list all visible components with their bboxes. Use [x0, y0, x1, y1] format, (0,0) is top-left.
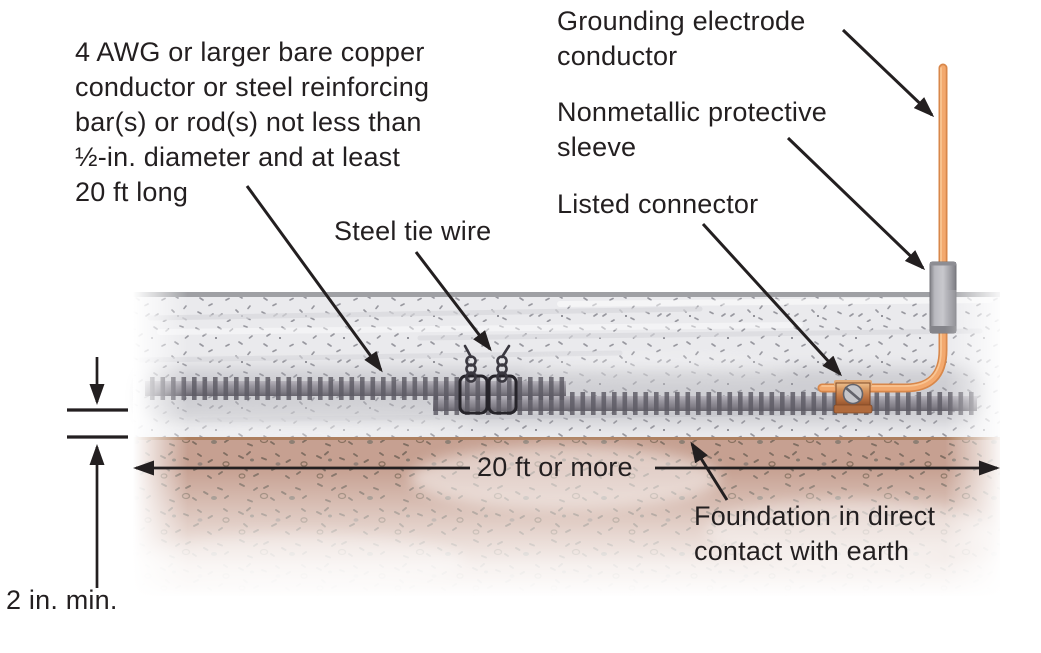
concrete-surface-line — [133, 292, 1000, 297]
dimension-graphics — [67, 357, 1000, 588]
callout-foundation-note: Foundation in direct contact with earth — [694, 501, 936, 566]
grounding-conductor-wire — [817, 63, 948, 393]
leader-arrows — [245, 28, 935, 501]
leader-rebar-note — [245, 185, 383, 373]
leader-grounding-electrode-conductor — [841, 28, 935, 118]
edge-fades — [133, 290, 1005, 598]
leader-listed-connector — [701, 222, 843, 377]
ground-clamp — [833, 380, 873, 414]
callout-listed-connector: Listed connector — [557, 189, 759, 219]
callout-rebar-note: 4 AWG or larger bare copper conductor or… — [75, 37, 430, 207]
leader-protective-sleeve — [786, 136, 926, 271]
leader-foundation-note — [690, 441, 729, 501]
callout-grounding-electrode-conductor: Grounding electrode conductor — [557, 6, 806, 71]
earth-boundary-line — [133, 437, 1000, 440]
steel-tie-wires — [463, 344, 511, 383]
dimension-label-2in: 2 in. min. — [6, 585, 118, 615]
leader-steel-tie-wire — [414, 251, 492, 352]
callout-steel-tie-wire: Steel tie wire — [334, 216, 492, 246]
dimension-label-20ft: 20 ft or more — [477, 452, 633, 482]
callout-nonmetallic-protective-sleeve: Nonmetallic protective sleeve — [557, 97, 828, 162]
rebar-tie-wraps — [458, 374, 518, 415]
